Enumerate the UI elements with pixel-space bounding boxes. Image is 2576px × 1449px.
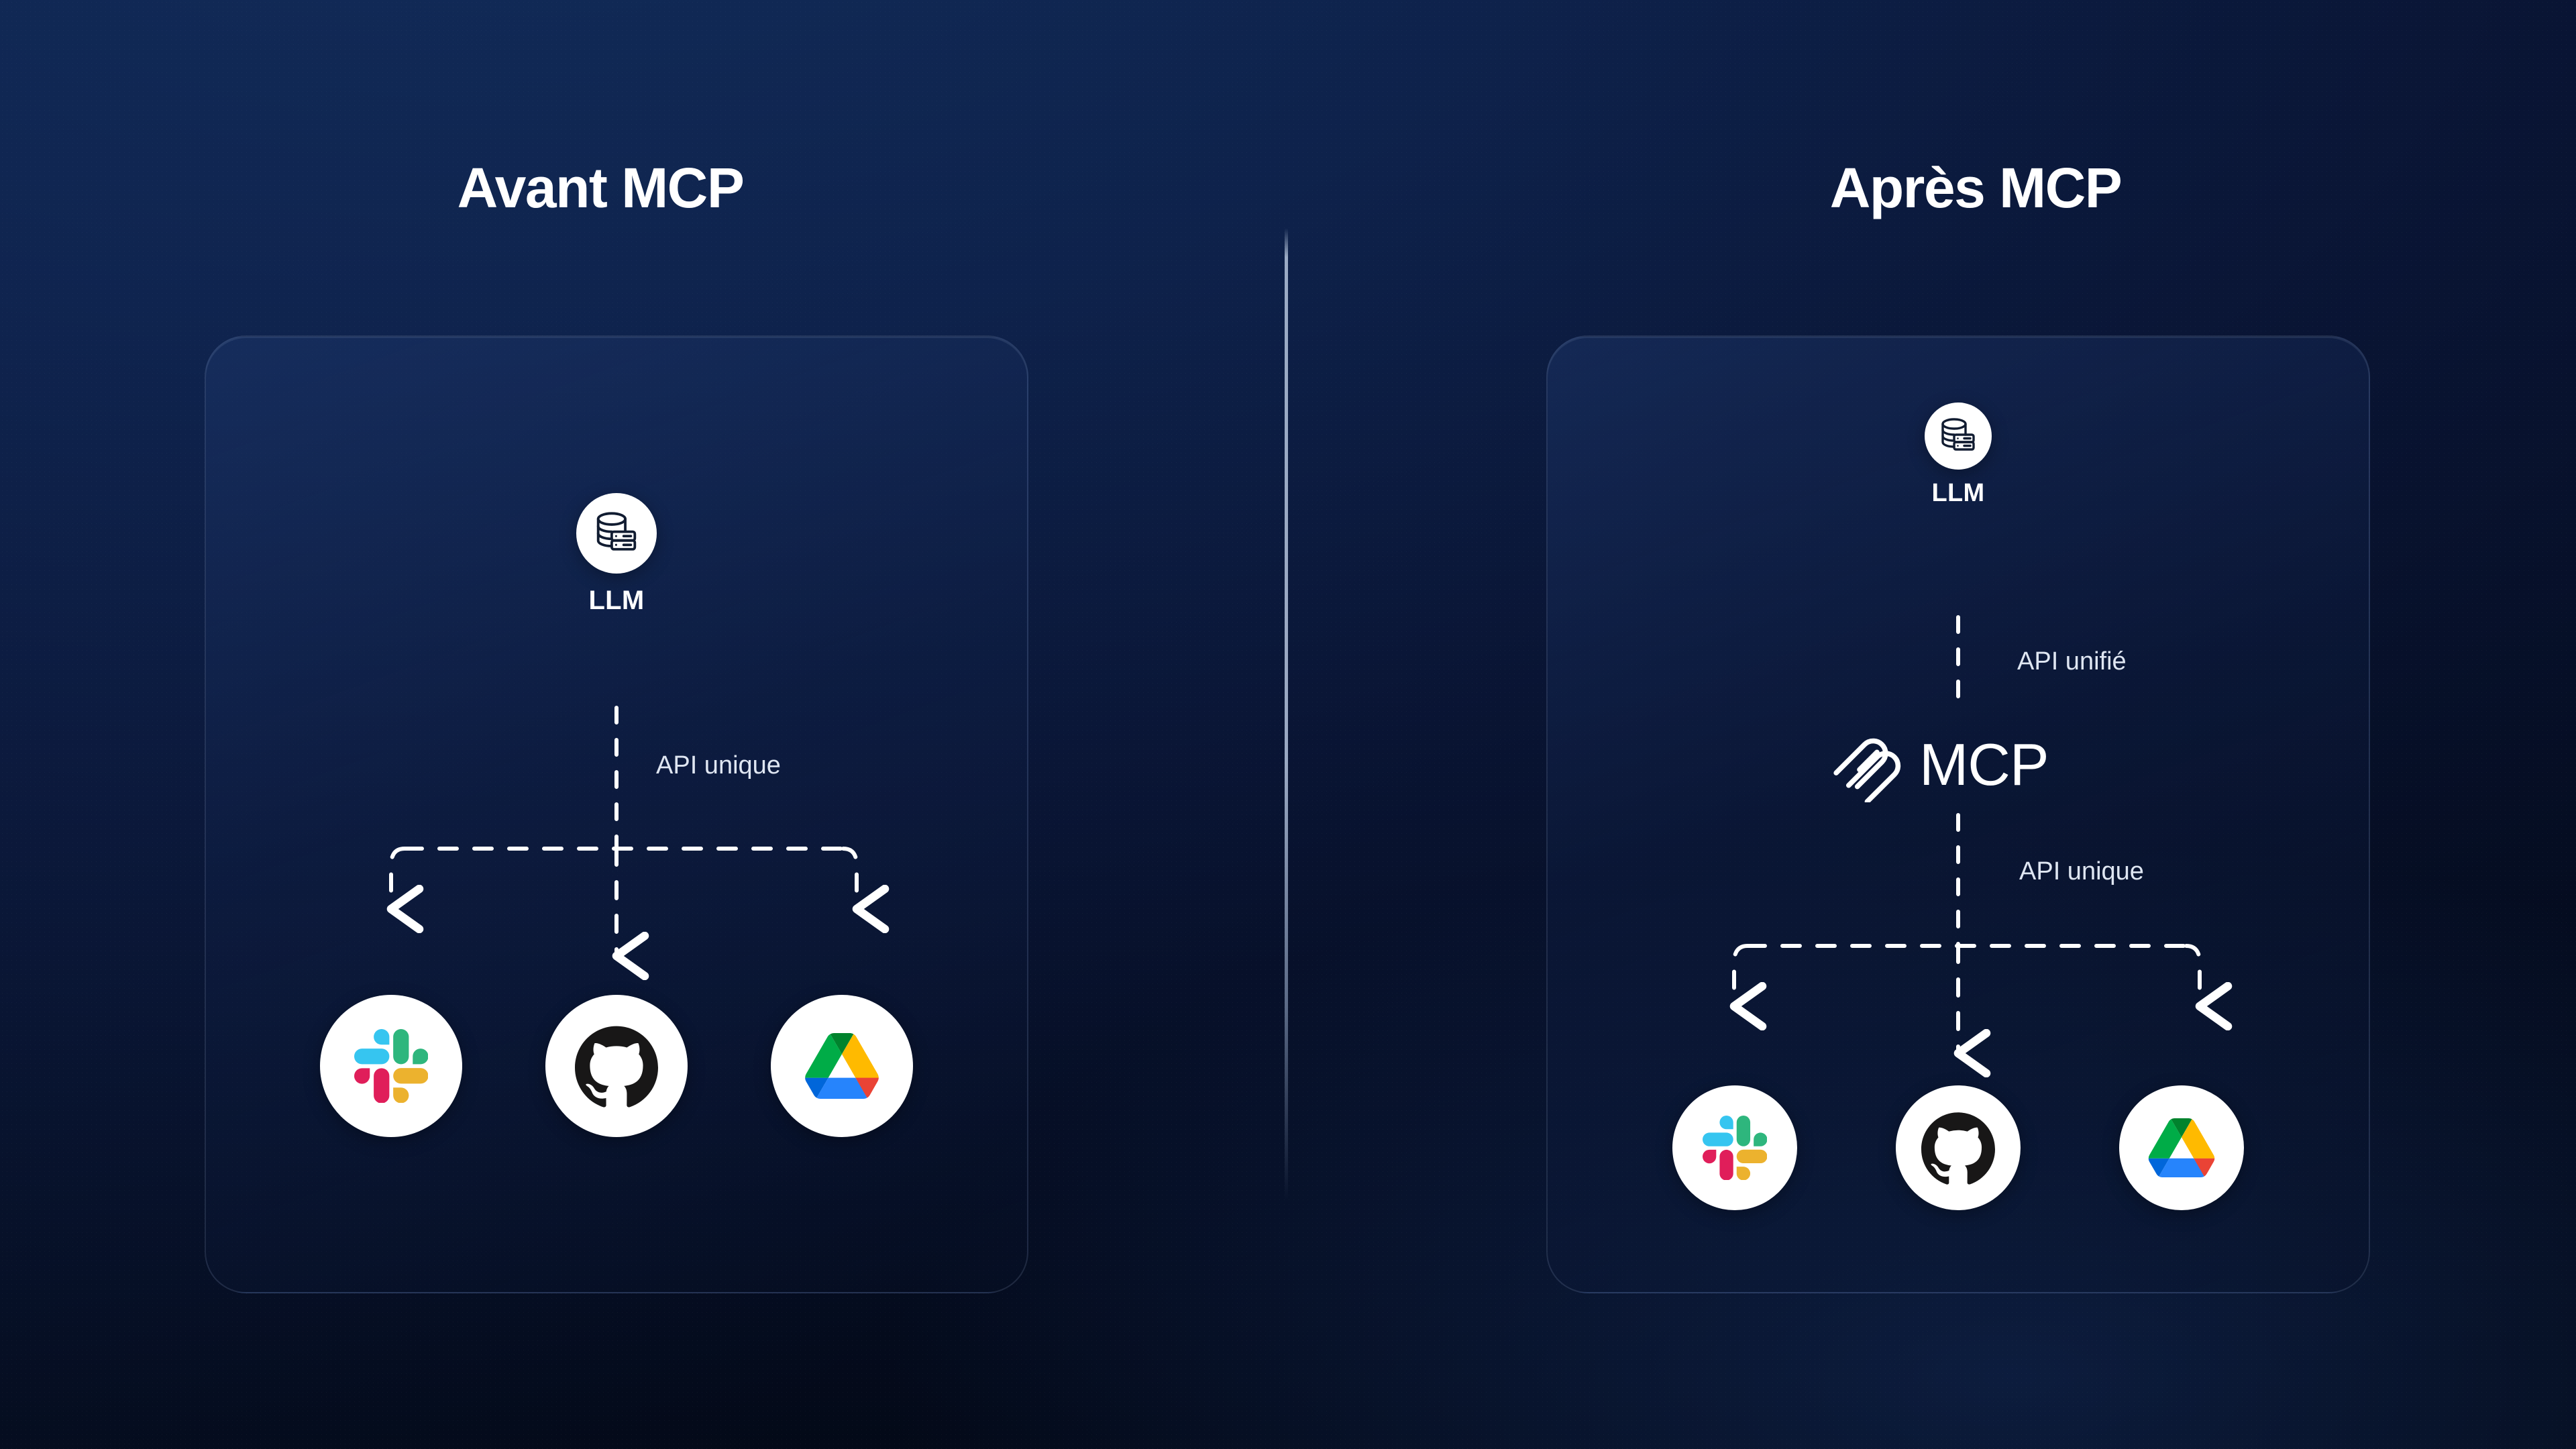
github-icon — [545, 995, 688, 1137]
after-service-slack — [1672, 1085, 1797, 1210]
after-llm-label: LLM — [1931, 479, 1985, 507]
database-server-icon — [576, 493, 657, 574]
before-edge-label-api-unique: API unique — [656, 751, 781, 780]
after-llm-node: LLM — [1894, 402, 2022, 508]
slack-icon — [1672, 1085, 1797, 1210]
after-panel-title: Après MCP — [1829, 156, 2123, 219]
after-service-google-drive — [2119, 1085, 2244, 1210]
mcp-logo-icon — [1829, 723, 1909, 806]
slack-icon — [320, 995, 462, 1137]
before-llm-node: LLM — [536, 493, 697, 616]
before-service-github — [545, 995, 688, 1137]
github-icon — [1896, 1085, 2021, 1210]
before-panel-card — [205, 335, 1028, 1293]
google-drive-icon — [2119, 1085, 2244, 1210]
before-service-slack — [320, 995, 462, 1137]
before-panel-title: Avant MCP — [457, 156, 745, 219]
before-service-google-drive — [771, 995, 913, 1137]
mcp-node: MCP — [1829, 723, 2049, 806]
after-edge-label-api-unifie: API unifié — [2017, 647, 2127, 676]
before-llm-label: LLM — [588, 586, 645, 615]
after-edge-label-api-unique: API unique — [2019, 857, 2144, 885]
google-drive-icon — [771, 995, 913, 1137]
vertical-divider — [1285, 228, 1288, 1201]
after-service-github — [1896, 1085, 2021, 1210]
database-server-icon — [1925, 402, 1992, 470]
mcp-label: MCP — [1919, 731, 2049, 798]
